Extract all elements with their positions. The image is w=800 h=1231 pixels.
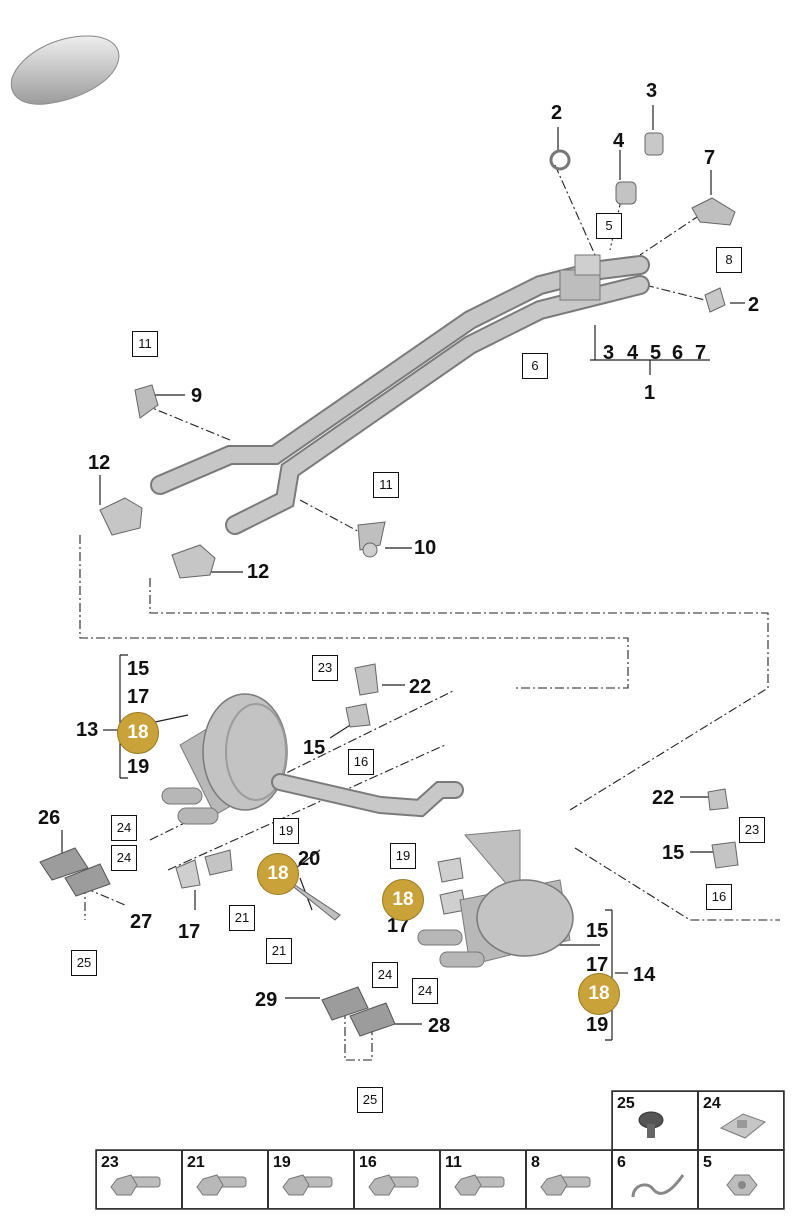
mid-pipe-assembly [150,254,650,535]
callout-7: 7 [695,342,707,364]
boxed-ref-21: 21 [229,905,255,931]
hardware-cell-25: 25 [612,1091,698,1150]
hardware-cell-24: 24 [698,1091,784,1150]
clamp-parts [99,132,739,921]
hardware-cell-21: 21 [182,1150,268,1209]
callout-19: 19 [127,756,150,778]
flange-bolt-icon [441,1151,527,1215]
callout-29: 29 [255,989,278,1011]
callout-2: 2 [748,294,760,316]
callout-6: 6 [672,342,684,364]
boxed-ref-21: 21 [266,938,292,964]
callout-14: 14 [633,964,656,986]
boxed-ref-5: 5 [596,213,622,239]
hardware-cell-label: 5 [703,1154,712,1171]
callout-19: 19 [586,1014,609,1036]
hardware-cell-label: 19 [273,1154,291,1171]
callout-17: 17 [178,921,201,943]
left-rear-muffler [161,693,464,825]
boxed-ref-19: 19 [390,843,416,869]
boxed-ref-24: 24 [372,962,398,988]
flange-bolt-icon [355,1151,441,1215]
flange-bolt-icon [527,1151,613,1215]
callout-22: 22 [652,787,675,809]
boxed-ref-25: 25 [357,1087,383,1113]
callout-15: 15 [127,658,150,680]
callout-5: 5 [650,342,662,364]
tailpipe-tips [39,847,396,1037]
right-rear-muffler [417,829,574,968]
callout-12: 12 [88,452,111,474]
leader-lines [61,105,745,1041]
hardware-cell-16: 16 [354,1150,440,1209]
callout-4: 4 [627,342,639,364]
hardware-cell-23: 23 [96,1150,182,1209]
callout-4: 4 [613,130,625,152]
boxed-ref-25: 25 [71,950,97,976]
flange-bolt-icon [183,1151,269,1215]
callout-15: 15 [303,737,326,759]
callout-15: 15 [586,920,609,942]
callout-17: 17 [586,954,609,976]
boxed-ref-8: 8 [716,247,742,273]
highlight-badge-18: 18 [578,973,620,1015]
callout-7: 7 [704,147,716,169]
hardware-cell-label: 16 [359,1154,377,1171]
callout-9: 9 [191,385,203,407]
hardware-cell-label: 25 [617,1095,635,1112]
flange-bolt-icon [269,1151,355,1215]
callout-20: 20 [298,848,321,870]
callout-3: 3 [603,342,615,364]
hardware-cell-5: 5 [698,1150,784,1209]
callout-27: 27 [130,911,153,933]
spring-nut-clip-icon [699,1092,785,1156]
boxed-ref-11: 11 [373,472,399,498]
callout-12: 12 [247,561,270,583]
boxed-ref-23: 23 [312,655,338,681]
hardware-cell-label: 11 [445,1154,462,1171]
hardware-cell-11: 11 [440,1150,526,1209]
callout-22: 22 [409,676,432,698]
callout-26: 26 [38,807,61,829]
boxed-ref-16: 16 [706,884,732,910]
hardware-cell-19: 19 [268,1150,354,1209]
boxed-ref-11: 11 [132,331,158,357]
callout-3: 3 [646,80,658,102]
hex-nut-icon [699,1151,785,1215]
callout-17: 17 [127,686,150,708]
callout-2: 2 [551,102,563,124]
callout-1: 1 [644,382,656,404]
boxed-ref-23: 23 [739,817,765,843]
highlight-badge-18: 18 [257,853,299,895]
callout-15: 15 [662,842,685,864]
callout-28: 28 [428,1015,451,1037]
push-rivet-icon [613,1092,699,1156]
boxed-ref-24: 24 [111,845,137,871]
callout-10: 10 [414,537,437,559]
boxed-ref-6: 6 [522,353,548,379]
callout-13: 13 [76,719,99,741]
hardware-cell-label: 24 [703,1095,721,1112]
highlight-badge-18: 18 [382,879,424,921]
hardware-cell-6: 6 [612,1150,698,1209]
boxed-ref-19: 19 [273,818,299,844]
callout-17: 17 [387,915,410,937]
hardware-cell-label: 21 [187,1154,205,1171]
hardware-cell-label: 8 [531,1154,540,1171]
flange-bolt-icon [97,1151,183,1215]
boxed-ref-16: 16 [348,749,374,775]
hardware-cell-label: 6 [617,1154,626,1171]
boxed-ref-24: 24 [111,815,137,841]
highlight-badge-18: 18 [117,712,159,754]
vehicle-silhouette [10,35,120,105]
wire-clip-icon [613,1151,699,1215]
hardware-cell-label: 23 [101,1154,119,1171]
boxed-ref-24: 24 [412,978,438,1004]
hardware-cell-8: 8 [526,1150,612,1209]
